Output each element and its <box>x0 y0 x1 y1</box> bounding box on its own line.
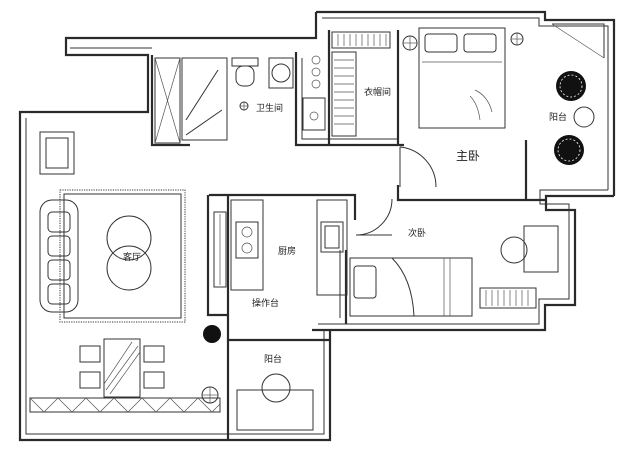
double-bed <box>418 27 506 129</box>
plant-icon <box>556 71 586 101</box>
chair-icon <box>500 236 528 264</box>
dining-area <box>29 338 221 413</box>
plant-icon <box>554 135 584 165</box>
outer-walls <box>18 10 616 442</box>
desk <box>523 225 559 273</box>
tv-unit <box>39 131 75 175</box>
living-room-label: 客厅 <box>123 251 141 263</box>
kitchen-label: 厨房 <box>278 245 296 257</box>
washbasin-icon <box>309 111 319 121</box>
master-bedroom: 主卧 阳台 <box>402 23 605 165</box>
wardrobe-room: 衣帽间 <box>331 31 391 137</box>
bathroom: 卫生间 <box>154 55 326 144</box>
rug <box>59 189 186 323</box>
single-bed <box>349 257 473 317</box>
washing-machine-icon <box>271 63 291 83</box>
second-bedroom-label: 次卧 <box>408 227 426 239</box>
cooktop-icon <box>235 221 259 259</box>
counter-label: 操作台 <box>252 297 279 309</box>
bottom-balcony: 阳台 <box>236 353 314 431</box>
chair-icon <box>261 373 291 403</box>
balcony-top-label: 阳台 <box>549 111 567 123</box>
doors <box>355 146 437 236</box>
sink-icon <box>320 221 344 253</box>
balcony-bottom-label: 阳台 <box>264 353 282 365</box>
sofa <box>39 199 79 313</box>
dining-table <box>103 338 141 398</box>
master-bedroom-label: 主卧 <box>456 149 480 163</box>
living-room: 客厅 <box>39 131 221 343</box>
plant-icon <box>203 325 221 343</box>
wardrobe-label: 衣帽间 <box>364 86 391 98</box>
coffee-table <box>106 215 152 261</box>
kitchen: 厨房 操作台 <box>213 199 348 309</box>
interior-walls <box>150 30 545 440</box>
second-bedroom: 次卧 <box>349 225 559 317</box>
toilet-icon <box>235 65 255 87</box>
bathroom-label: 卫生间 <box>256 102 283 114</box>
